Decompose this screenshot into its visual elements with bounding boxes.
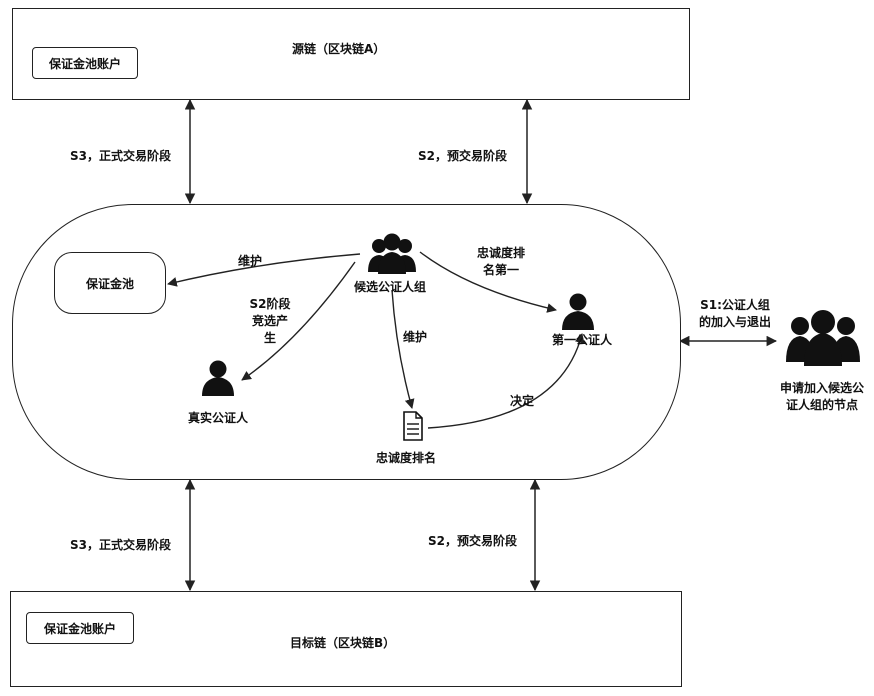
first-notary-icon — [562, 294, 594, 331]
applicant-label: 申请加入候选公 证人组的节点 — [772, 380, 872, 414]
edge-label-loyalty-first: 忠诚度排 名第一 — [466, 245, 536, 279]
document-icon — [404, 412, 422, 440]
edge-label-decide: 决定 — [510, 392, 534, 409]
real-notary-icon — [202, 361, 234, 397]
arrow-group-to-pool — [168, 254, 360, 284]
candidate-group-label: 候选公证人组 — [354, 278, 426, 295]
arrow-group-to-ranking — [392, 290, 412, 408]
deposit-pool: 保证金池 — [54, 252, 166, 314]
arrow-ranking-to-first-notary — [428, 334, 582, 428]
first-notary-label: 第一公证人 — [552, 331, 612, 348]
edge-label-join-exit: S1:公证人组 的加入与退出 — [690, 297, 780, 331]
edge-label-maintain-pool: 维护 — [238, 252, 262, 269]
applicant-group-icon — [786, 310, 860, 366]
loyalty-ranking-label: 忠诚度排名 — [376, 449, 436, 466]
edge-label-s2-elect: S2阶段 竞选产 生 — [240, 296, 300, 347]
candidate-group-icon — [368, 234, 416, 275]
edge-label-maintain-ranking: 维护 — [403, 328, 427, 345]
real-notary-label: 真实公证人 — [188, 409, 248, 426]
